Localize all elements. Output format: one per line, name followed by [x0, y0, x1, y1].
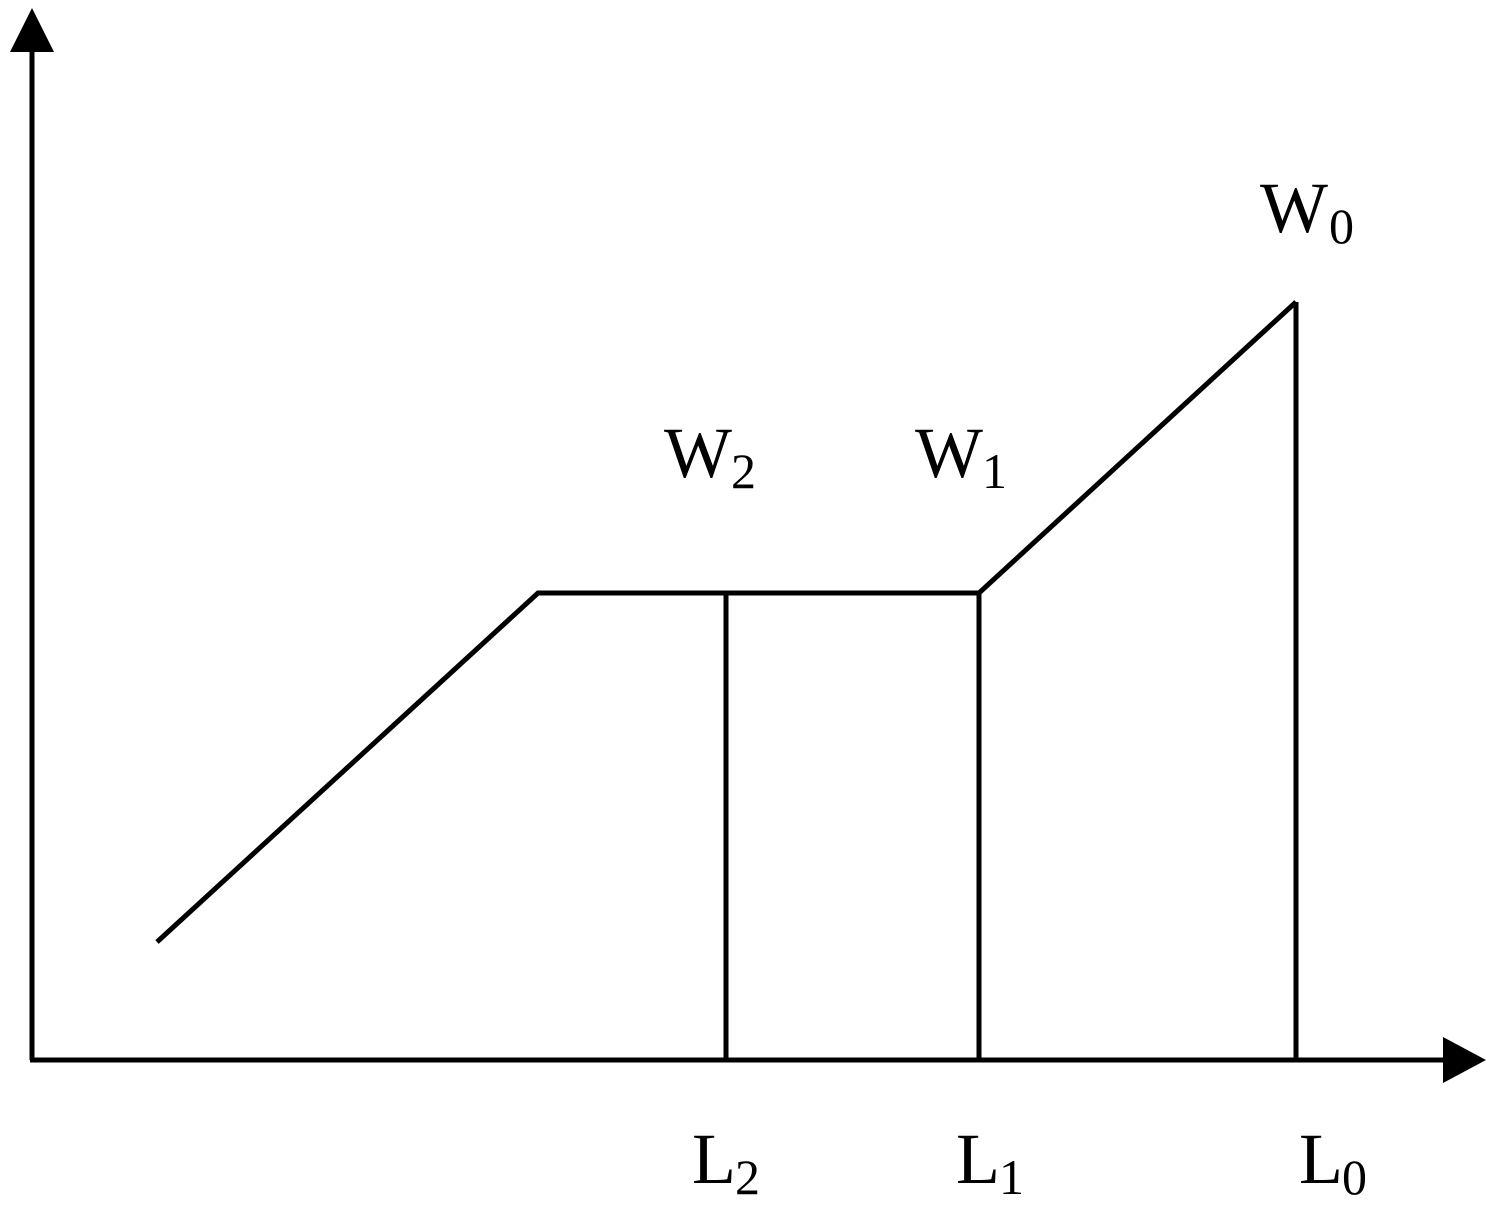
label-w0-sub: 0 [1329, 198, 1354, 254]
label-l0-sub: 0 [1342, 1149, 1367, 1205]
y-axis-arrow [10, 8, 54, 52]
label-w0-base: W [1260, 168, 1328, 248]
label-l2: L 2 [692, 1119, 760, 1205]
wear-curve [155, 300, 1298, 944]
label-w1-sub: 1 [982, 443, 1007, 499]
label-w2: W 2 [664, 413, 756, 499]
label-w0: W 0 [1260, 168, 1354, 254]
label-l0: L 0 [1299, 1119, 1367, 1205]
label-l0-base: L [1299, 1119, 1343, 1199]
label-w1-base: W [915, 413, 983, 493]
label-l2-base: L [692, 1119, 736, 1199]
label-w2-sub: 2 [731, 443, 756, 499]
label-l2-sub: 2 [735, 1149, 760, 1205]
label-l1-base: L [956, 1119, 1000, 1199]
label-w2-base: W [664, 413, 732, 493]
axes [10, 8, 1486, 1083]
label-l1: L 1 [956, 1119, 1024, 1205]
label-w1: W 1 [915, 413, 1007, 499]
vertical-markers [723, 302, 1299, 1060]
label-l1-sub: 1 [999, 1149, 1024, 1205]
x-axis-arrow [1443, 1037, 1486, 1083]
